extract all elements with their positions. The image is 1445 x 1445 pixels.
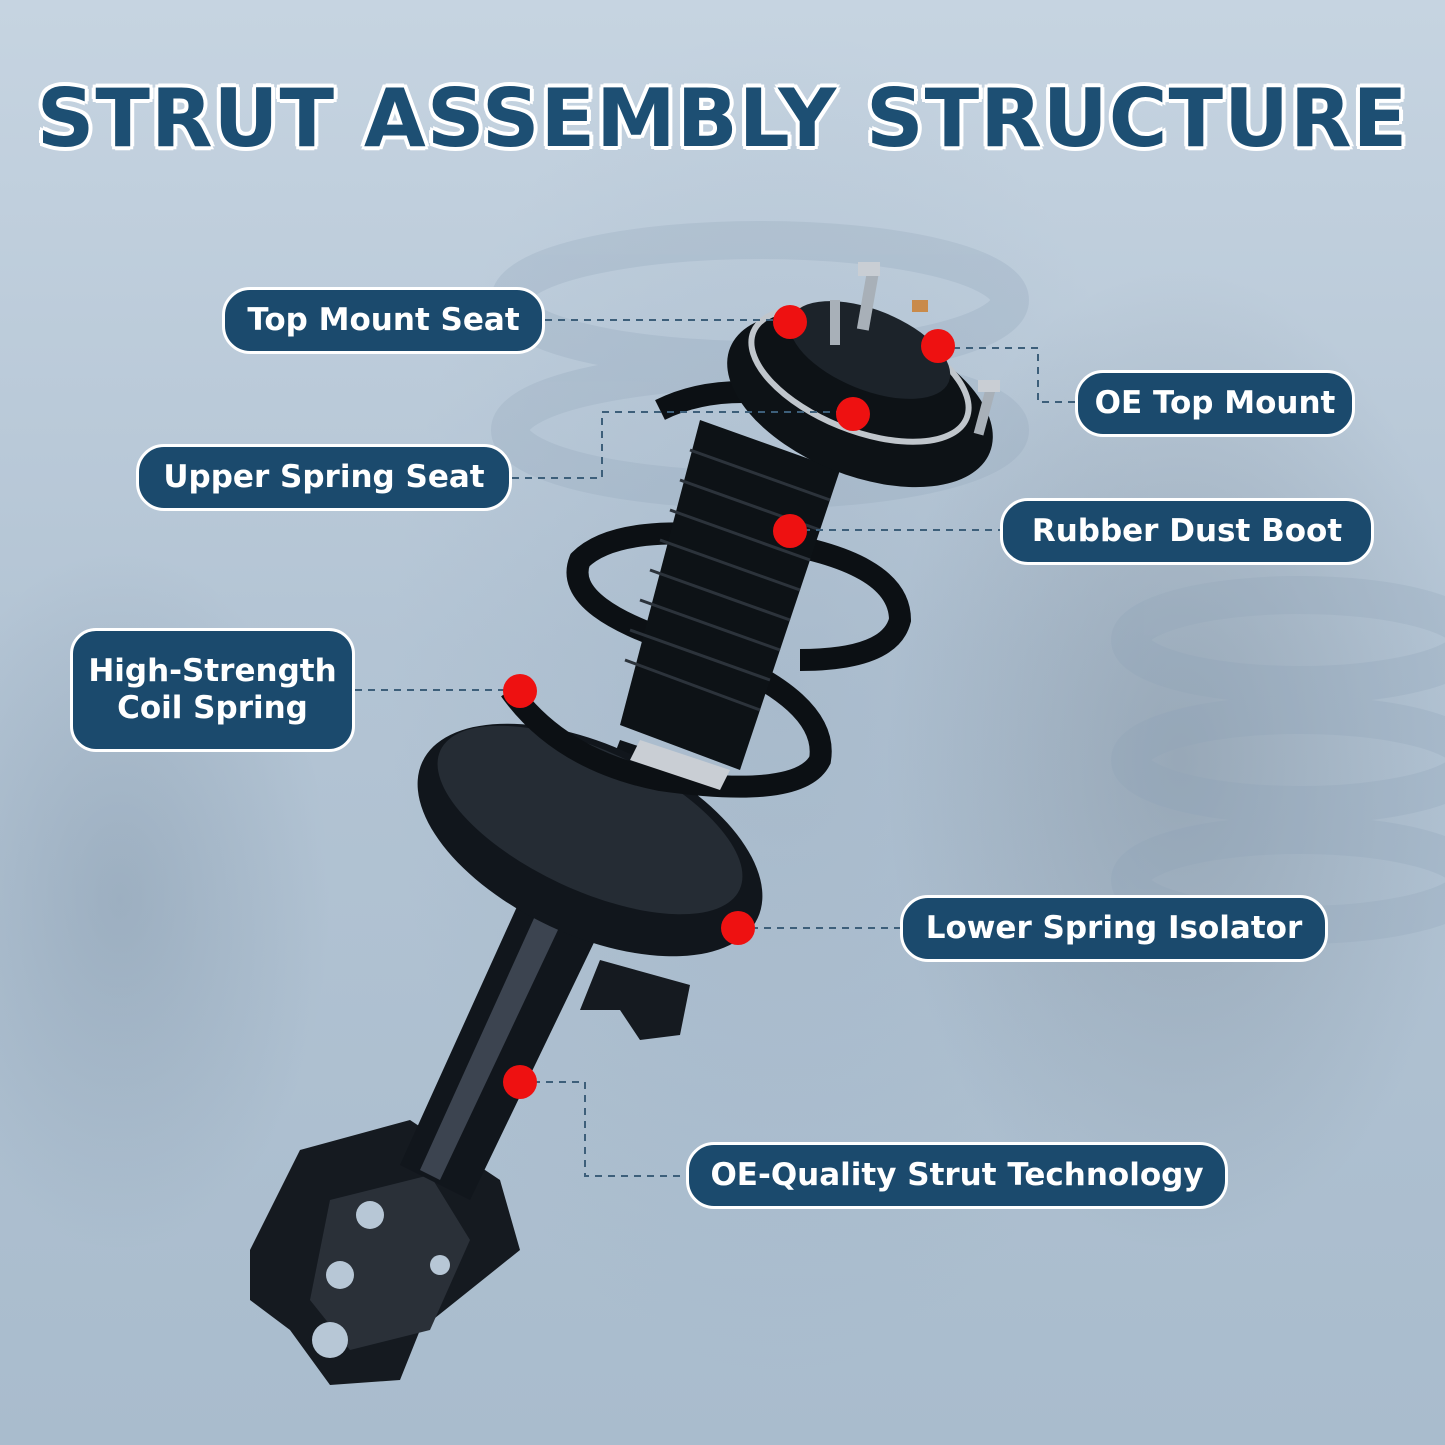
label-coil-spring-line1: High-Strength	[88, 652, 337, 689]
label-upper-spring-seat: Upper Spring Seat	[136, 444, 512, 511]
label-oe-top-mount: OE Top Mount	[1075, 370, 1355, 437]
marker-oe-top-mount	[921, 329, 955, 363]
marker-lower-spring-isolator	[721, 911, 755, 945]
strut-body-highlight	[420, 905, 565, 1180]
marker-strut-technology	[503, 1065, 537, 1099]
label-coil-spring: High-Strength Coil Spring	[70, 628, 355, 752]
marker-rubber-dust-boot	[773, 514, 807, 548]
marker-upper-spring-seat	[836, 397, 870, 431]
sway-bracket	[580, 960, 690, 1040]
label-top-mount-seat: Top Mount Seat	[222, 287, 545, 354]
label-coil-spring-line2: Coil Spring	[117, 690, 308, 726]
markers	[503, 305, 955, 1099]
label-lower-spring-isolator: Lower Spring Isolator	[900, 895, 1328, 962]
label-rubber-dust-boot: Rubber Dust Boot	[1000, 498, 1374, 565]
rubber-dust-boot	[620, 420, 840, 790]
leader-lines	[355, 319, 1075, 1177]
marker-top-mount-seat	[773, 305, 807, 339]
label-strut-technology: OE-Quality Strut Technology	[686, 1142, 1228, 1209]
page-title: STRUT ASSEMBLY STRUCTURE	[36, 72, 1409, 165]
marker-coil-spring	[503, 674, 537, 708]
